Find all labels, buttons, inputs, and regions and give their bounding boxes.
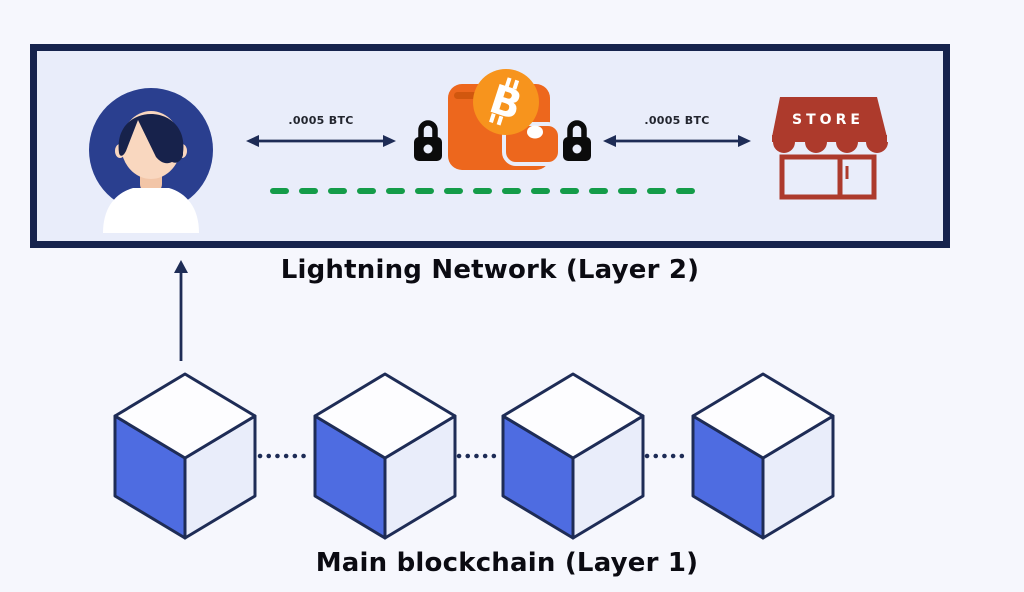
blockchain-row [80, 360, 880, 555]
block-cube-4 [691, 372, 835, 540]
store-sign-text: STORE [792, 112, 864, 128]
right-channel-arrow-icon [601, 131, 753, 151]
lightning-network-box: .0005 BTC [30, 44, 950, 248]
person-avatar-icon [86, 87, 216, 233]
layer2-caption: Lightning Network (Layer 2) [280, 255, 700, 285]
left-channel-amount: .0005 BTC [288, 114, 354, 127]
bitcoin-coin-icon [473, 69, 539, 135]
block-cube-2 [313, 372, 457, 540]
block-cube-3 [501, 372, 645, 540]
anchor-arrow-icon [167, 257, 195, 363]
left-channel-arrow-icon [244, 131, 398, 151]
left-lock-icon [411, 117, 445, 163]
bitcoin-wallet-icon: B [442, 68, 566, 176]
block-cube-1 [113, 372, 257, 540]
store-icon: STORE [769, 91, 891, 203]
layer1-caption: Main blockchain (Layer 1) [315, 548, 699, 578]
payment-route-dashed-line [265, 185, 715, 197]
right-lock-icon [560, 117, 594, 163]
right-channel-amount: .0005 BTC [644, 114, 710, 127]
